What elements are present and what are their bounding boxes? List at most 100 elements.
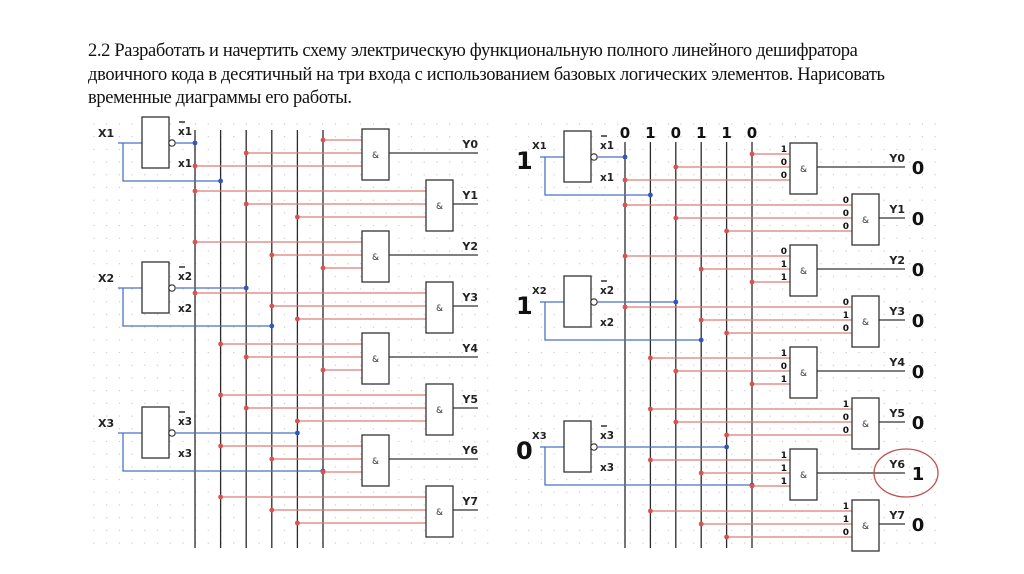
grid-dot <box>934 186 936 189</box>
grid-dot <box>921 186 924 189</box>
gate-input-bit: 0 <box>843 298 849 308</box>
grid-dot <box>385 199 387 201</box>
grid-dot <box>515 542 517 544</box>
grid-dot <box>756 542 758 544</box>
grid-dot <box>667 466 670 468</box>
grid-dot <box>448 161 451 163</box>
grid-dot <box>629 542 631 544</box>
grid-dot <box>540 224 543 227</box>
grid-dot <box>667 542 670 544</box>
grid-dot <box>207 186 209 189</box>
grid-dot <box>93 466 95 468</box>
grid-dot <box>182 453 184 455</box>
grid-dot <box>782 402 784 405</box>
grid-dot <box>118 491 121 493</box>
grid-dot <box>578 123 581 125</box>
grid-dot <box>743 212 746 214</box>
grid-dot <box>591 123 593 125</box>
and-gate <box>789 346 818 399</box>
grid-dot <box>718 212 720 214</box>
grid-dot <box>782 504 784 506</box>
grid-dot <box>896 542 898 544</box>
grid-dot <box>309 351 311 354</box>
grid-dot <box>820 224 822 227</box>
grid-dot <box>693 364 695 366</box>
grid-dot <box>385 504 387 506</box>
grid-dot <box>693 148 695 151</box>
grid-dot <box>718 339 720 341</box>
grid-dot <box>782 517 784 519</box>
grid-dot <box>807 339 809 341</box>
grid-dot <box>118 339 121 341</box>
direct-wire <box>122 143 221 182</box>
junction-dot <box>724 432 729 438</box>
grid-dot <box>782 237 784 239</box>
grid-dot <box>309 275 311 278</box>
not-gate <box>141 116 170 169</box>
grid-dot <box>515 453 517 455</box>
grid-dot <box>756 415 758 417</box>
grid-dot <box>423 326 425 328</box>
grid-dot <box>410 415 413 417</box>
grid-dot <box>693 199 695 201</box>
grid-dot <box>566 250 568 252</box>
grid-dot <box>540 250 543 252</box>
gate-input-bit: 1 <box>781 145 787 155</box>
grid-dot <box>578 402 581 405</box>
grid-dot <box>921 148 924 151</box>
grid-dot <box>794 542 797 544</box>
grid-dot <box>156 504 159 506</box>
grid-dot <box>655 504 657 506</box>
grid-dot <box>909 542 911 544</box>
grid-dot <box>896 440 898 443</box>
grid-dot <box>769 478 771 481</box>
grid-dot <box>93 313 95 316</box>
grid-dot <box>743 517 746 519</box>
grid-dot <box>655 517 657 519</box>
grid-dot <box>591 288 593 290</box>
grid-dot <box>693 402 695 405</box>
grid-dot <box>540 339 543 341</box>
grid-dot <box>385 517 387 519</box>
grid-dot <box>410 529 413 532</box>
grid-dot <box>106 301 108 303</box>
grid-dot <box>934 415 936 417</box>
grid-dot <box>423 478 425 481</box>
grid-dot <box>782 212 784 214</box>
grid-dot <box>487 161 489 163</box>
grid-dot <box>909 517 911 519</box>
grid-dot <box>909 199 911 201</box>
grid-dot <box>156 377 159 379</box>
grid-dot <box>309 237 311 239</box>
grid-dot <box>820 529 822 532</box>
grid-dot <box>540 402 543 405</box>
grid-dot <box>616 415 619 417</box>
grid-dot <box>718 377 720 379</box>
grid-dot <box>909 212 911 214</box>
grid-dot <box>616 517 619 519</box>
grid-dot <box>680 542 682 544</box>
grid-dot <box>743 301 746 303</box>
grid-dot <box>756 491 758 493</box>
grid-dot <box>283 313 286 316</box>
grid-dot <box>769 504 771 506</box>
grid-dot <box>182 339 184 341</box>
grid-dot <box>334 136 336 138</box>
grid-dot <box>93 415 95 417</box>
grid-dot <box>334 250 336 252</box>
and-gate <box>425 383 454 436</box>
grid-dot <box>680 415 682 417</box>
grid-dot <box>398 174 400 176</box>
grid-dot <box>423 390 425 392</box>
grid-dot <box>667 174 670 176</box>
grid-dot <box>144 237 146 239</box>
grid-dot <box>794 212 797 214</box>
grid-dot <box>461 123 463 125</box>
grid-dot <box>731 428 733 430</box>
grid-dot <box>896 453 898 455</box>
grid-dot <box>207 326 209 328</box>
grid-dot <box>93 491 95 493</box>
grid-dot <box>410 174 413 176</box>
grid-dot <box>870 491 873 493</box>
grid-dot <box>93 224 95 227</box>
